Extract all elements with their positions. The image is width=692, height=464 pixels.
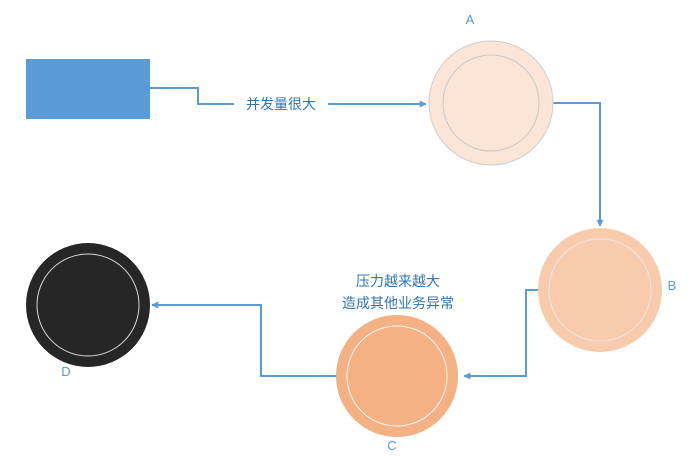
svg-text:压力越来越大: 压力越来越大 (356, 274, 440, 290)
node-c-inner-ring (346, 325, 448, 427)
node-d-outer-circle (26, 243, 150, 367)
connector-b-to-c (463, 289, 539, 380)
node-b-outer-circle (538, 228, 662, 352)
svg-text:造成其他业务异常: 造成其他业务异常 (342, 296, 454, 312)
node-b: B (538, 228, 676, 352)
node-b-label: B (668, 278, 677, 293)
node-a: A (428, 12, 554, 166)
node-d-inner-ring (36, 253, 140, 357)
edge-label-source-to-a: 并发量很大 (234, 94, 328, 114)
node-a-inner-ring (442, 54, 540, 152)
svg-text:并发量很大: 并发量很大 (246, 97, 316, 113)
node-d: D (26, 243, 150, 379)
node-c-label: C (387, 438, 396, 453)
edge-label-c-to-d: 压力越来越大 造成其他业务异常 (342, 274, 454, 312)
connector-a-to-b (552, 102, 604, 227)
connector-c-to-d (151, 301, 336, 377)
node-a-label: A (466, 12, 475, 27)
node-c-outer-circle (336, 315, 458, 437)
source-rect (26, 59, 150, 119)
node-a-outer-circle (428, 40, 554, 166)
node-c: C (336, 315, 458, 453)
node-b-inner-ring (548, 238, 652, 342)
node-d-label: D (61, 364, 70, 379)
